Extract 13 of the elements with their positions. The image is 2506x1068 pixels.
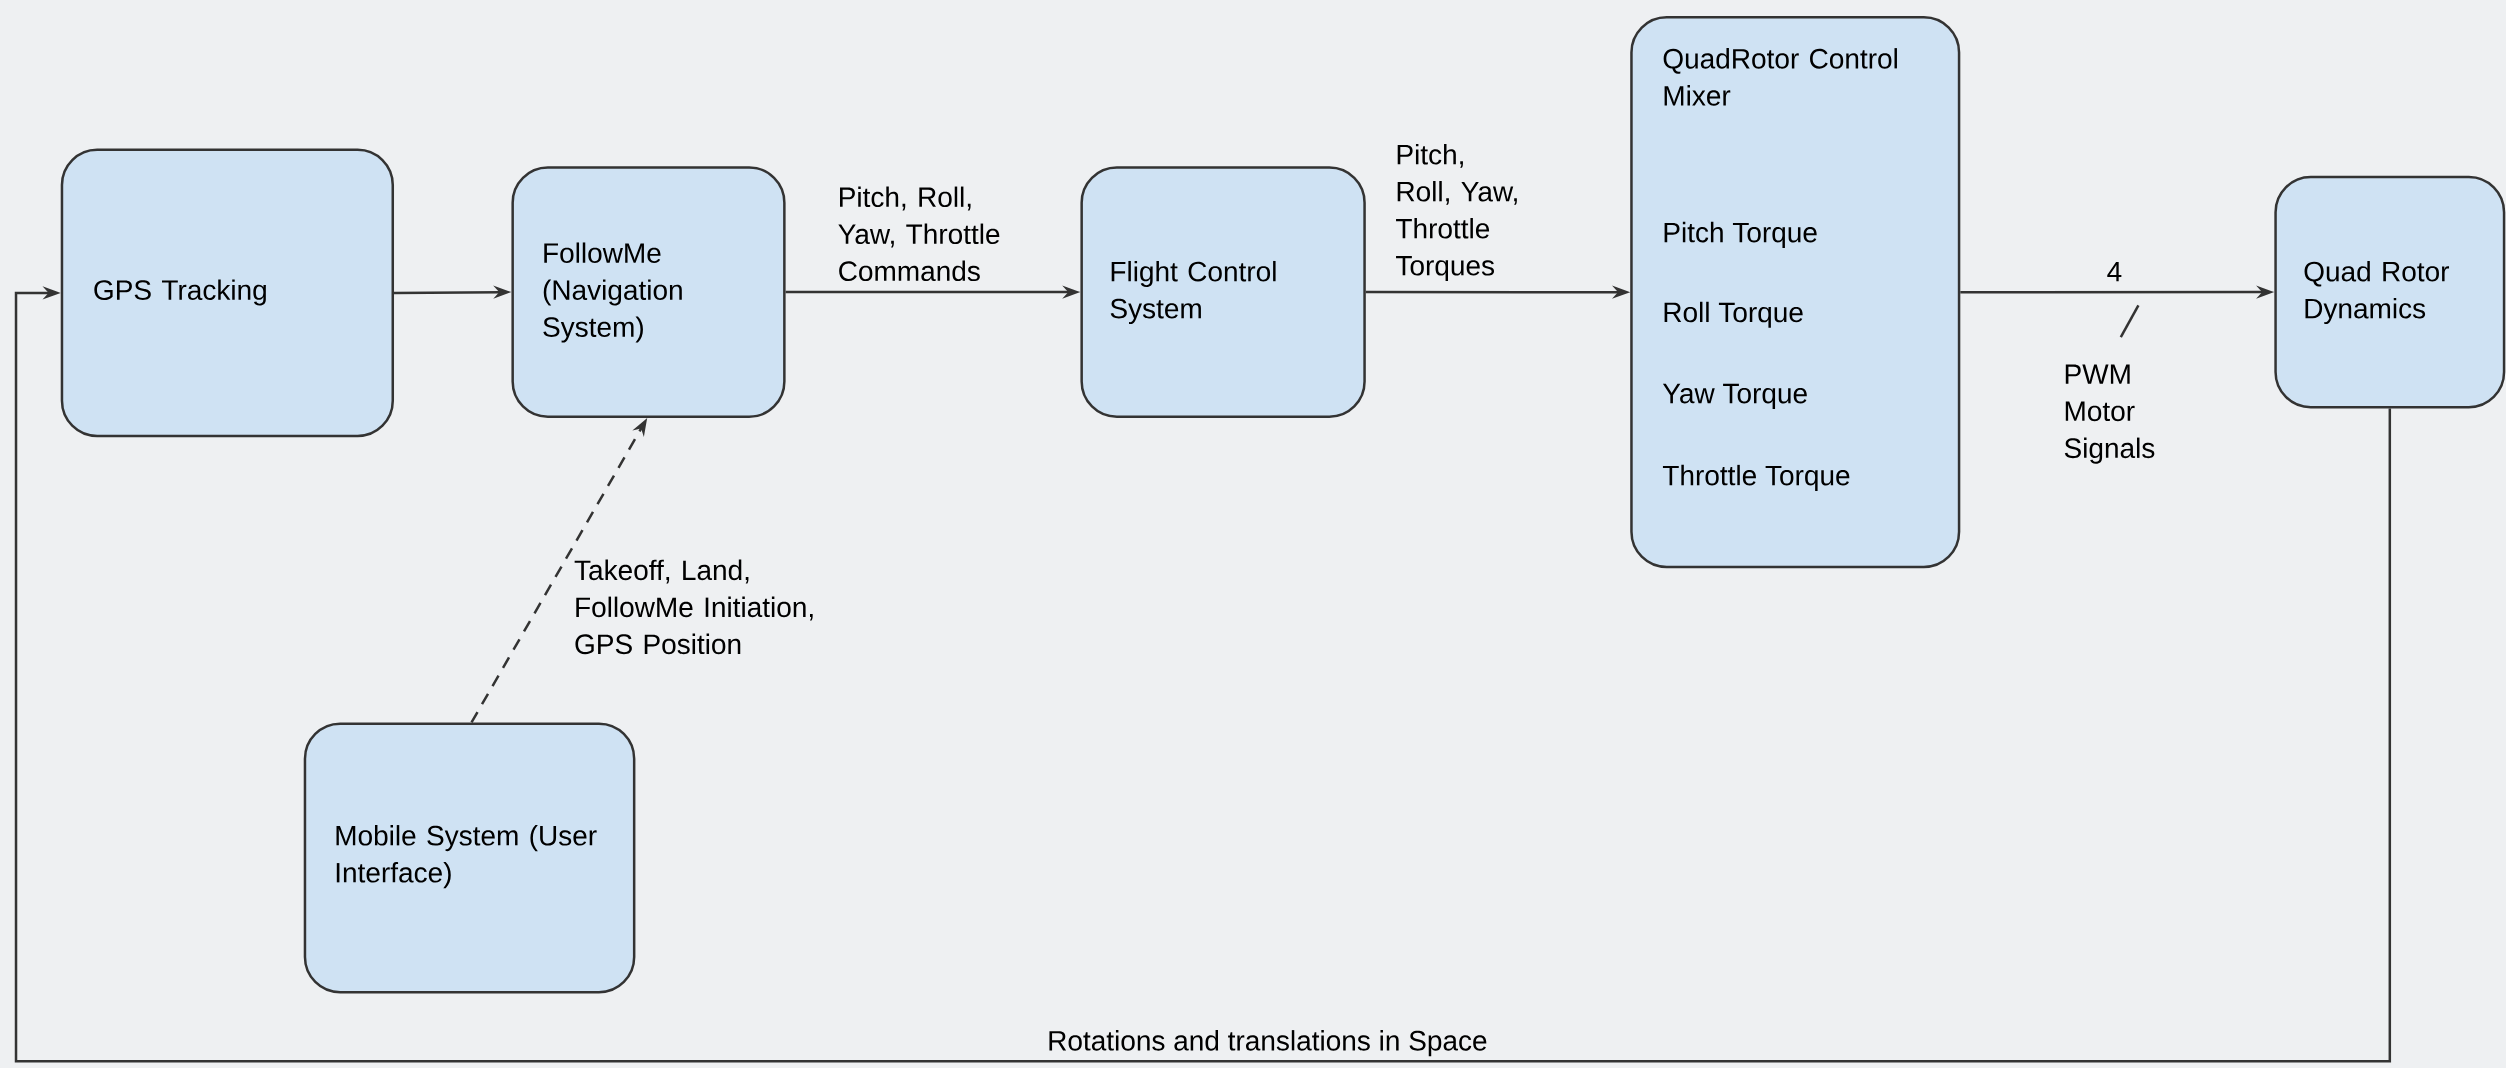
- edge-label: Takeoff, Land, FollowMe Initiation, GPS Position: [574, 559, 813, 655]
- process-box: GPS Tracking: [60, 148, 394, 438]
- edge-label: Pitch, Roll, Yaw, Throttle Commands: [838, 186, 1000, 282]
- edge-label: Rotations and translations in Space: [1049, 1030, 1487, 1057]
- bus-width-label: 4: [2107, 262, 2122, 282]
- arrow: [14, 286, 2392, 1063]
- process-box: Quad Rotor Dynamics: [2274, 175, 2506, 409]
- process-box: Mobile System (User Interface): [303, 722, 636, 994]
- edge-label: Pitch, Roll, Yaw, Throttle Torques: [1396, 144, 1517, 282]
- process-box: FollowMe (Navigation System): [511, 166, 786, 418]
- process-box: Flight Control System: [1080, 166, 1366, 418]
- mixer-box: QuadRotor Control Mixer Pitch Torque Roll Torque Yaw Torque Throttle Torque: [1630, 16, 1961, 569]
- edge-label: PWM Motor Signals: [2064, 364, 2155, 464]
